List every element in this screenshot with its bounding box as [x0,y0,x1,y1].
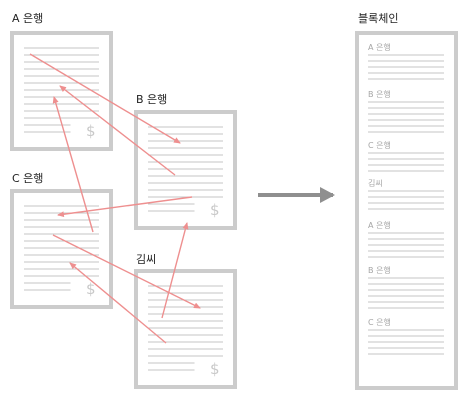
ledger-c-label: C 은행 [12,172,43,185]
ledger-b-label: B 은행 [136,93,167,106]
dollar-sign-icon: $ [86,280,96,298]
ledger-a-label: A 은행 [12,12,43,25]
blockchain-box [355,31,458,390]
transfer-arrow-icon [29,53,181,144]
blockchain-blocks: A 은행 B 은행 C 은행 김씨 A 은행 B 은행 C 은행 [368,42,391,327]
transfer-arrow-icon [161,222,189,319]
ledger-kim: $ 김씨 [134,253,237,389]
block-label: A 은행 [368,42,391,52]
block-label: B 은행 [368,265,391,275]
ledger-kim-lines [148,285,223,371]
transfer-arrow-icon [52,234,201,309]
blockchain: 블록체인 A 은행 B 은행 C 은행 김씨 A 은행 B 은행 C 은행 [355,12,458,390]
dollar-sign-icon: $ [86,122,96,140]
ledger-a: $ A 은행 [10,12,113,151]
ledger-a-lines [24,47,99,133]
block-label: C 은행 [368,317,391,327]
blockchain-lines [368,54,444,355]
dollar-sign-icon: $ [210,201,220,219]
block-label: 김씨 [368,178,383,188]
dollar-sign-icon: $ [210,360,220,378]
block-label: A 은행 [368,220,391,230]
transfer-arrow-icon [69,262,167,344]
transfer-arrows [29,53,201,344]
transfer-arrow-icon [52,96,94,233]
ledger-b: $ B 은행 [134,93,237,230]
ledger-kim-label: 김씨 [136,253,156,266]
transfer-arrow-icon [57,196,193,218]
block-label: C 은행 [368,140,391,150]
block-label: B 은행 [368,89,391,99]
ledger-b-lines [148,126,223,212]
blockchain-title: 블록체인 [358,12,398,25]
transfer-arrow-icon [59,85,176,176]
ledger-c-lines [24,205,99,291]
ledger-kim-box [134,269,237,389]
